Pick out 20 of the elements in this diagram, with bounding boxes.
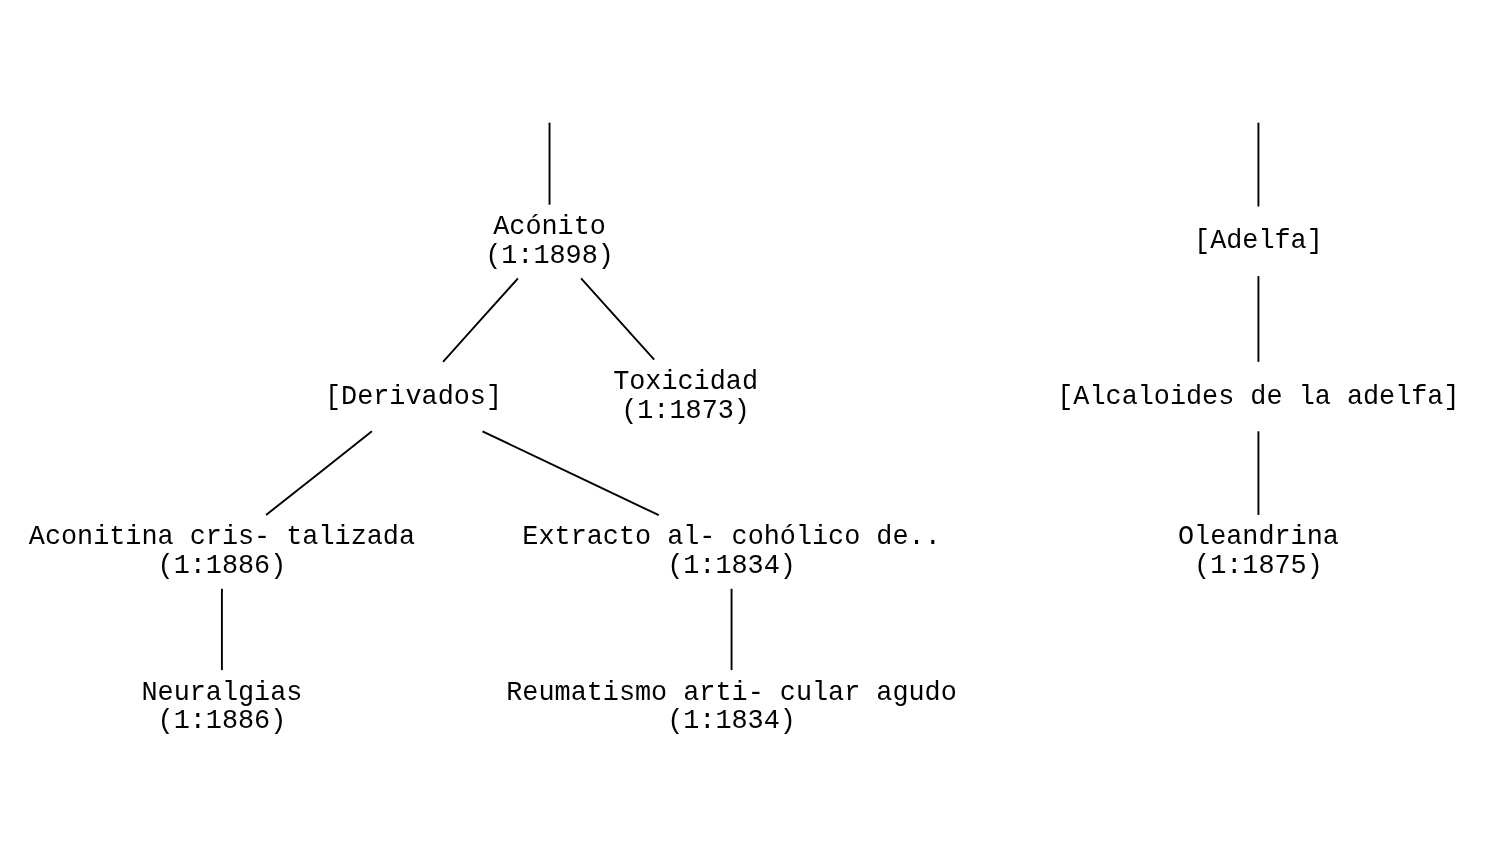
node-text: Reumatismo arti- cular agudo (1:1834)	[506, 677, 957, 736]
connector	[1257, 429, 1260, 516]
node-text: Extracto al- cohólico de.. (1:1834)	[522, 521, 941, 581]
connector	[220, 587, 223, 671]
node-text: Toxicidad (1:1873)	[613, 366, 758, 426]
connector	[548, 121, 551, 206]
node-text: Acónito (1:1898)	[485, 211, 614, 271]
connector	[580, 276, 656, 361]
node-text: [Derivados]	[325, 381, 502, 412]
connector	[1257, 121, 1260, 207]
node-text: [Alcaloides de la adelfa]	[1057, 381, 1460, 412]
connector	[1257, 274, 1260, 363]
connector	[481, 429, 660, 516]
node-text: Neuralgias (1:1886)	[141, 677, 303, 736]
node-text: [Adelfa]	[1194, 225, 1323, 256]
connector	[442, 276, 519, 363]
connector	[265, 429, 373, 516]
connector	[730, 587, 733, 671]
node-text: Aconitina cris- talizada (1:1886)	[28, 521, 415, 581]
node-text: Oleandrina (1:1875)	[1177, 521, 1339, 581]
